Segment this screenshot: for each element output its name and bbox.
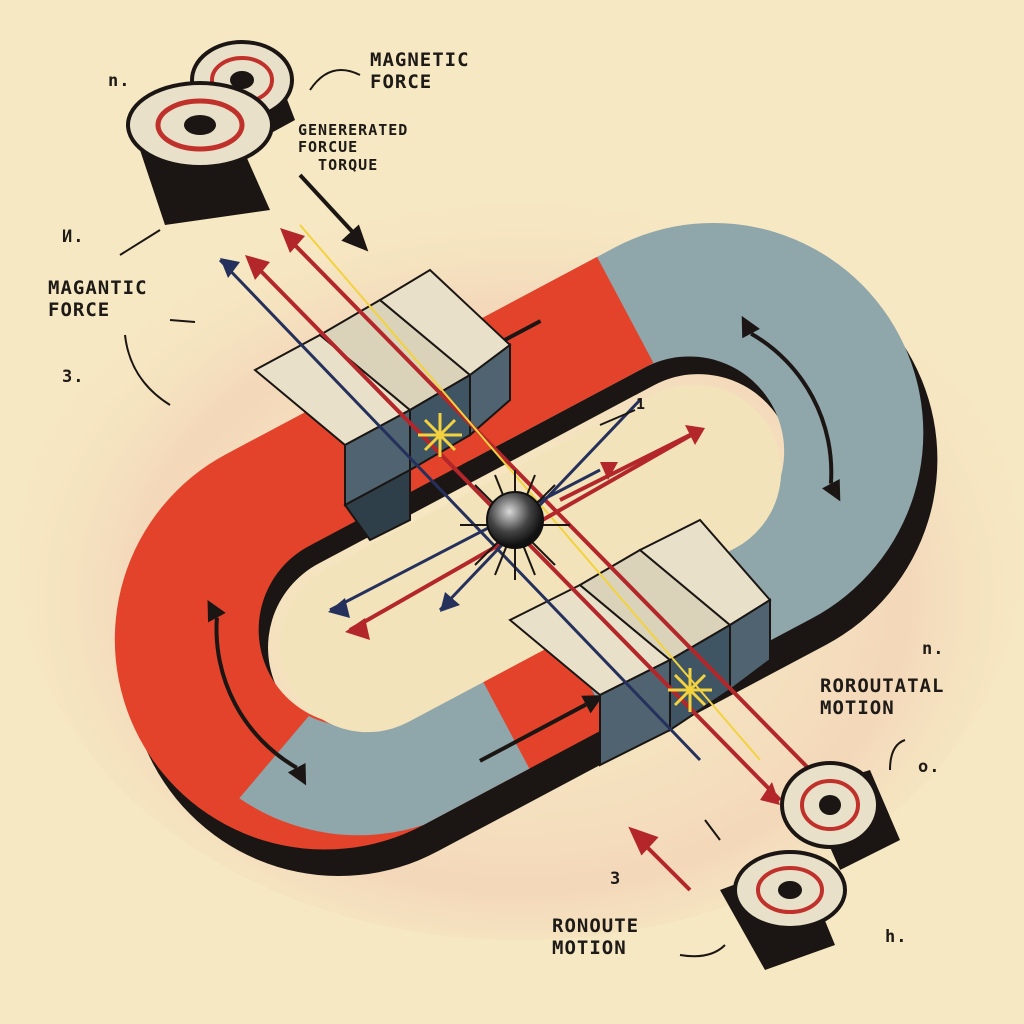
horseshoe-magnet [114,223,938,876]
label-leader-lines [119,69,906,958]
marker-h-left: И. [62,227,85,247]
cylinder-magnet-top-front [126,81,274,225]
magnet-blue-segment-lower-left [239,671,530,836]
pointer-arrow-top [298,173,369,252]
arrow-right-curve [750,331,834,484]
label-magantic-force-left: MAGANTIC FORCE [48,277,148,321]
spark-upper [418,413,462,457]
marker-h-bottom: h. [885,927,908,947]
pole-pieces-upper [253,268,512,542]
pointer-arrow-bottom [628,826,692,892]
label-magnetic-force-top: MAGNETIC FORCE [370,49,470,93]
magnet-inner-floor [280,384,782,733]
arrow-left-curve [214,617,298,770]
marker-n-top-left: n. [108,71,131,91]
label-ronoute-motion: RONOUTE MOTION [552,915,640,959]
label-generated-torque: GENERERATED FORCUE TORQUE [298,121,409,174]
force-arrowheads [220,228,780,805]
arrow-bottom-line [479,702,587,763]
marker-three-left: 3. [62,367,85,387]
marker-o-right: o. [918,757,941,777]
cylinder-magnet-bottom-right [780,761,900,870]
spark-lower [668,668,712,712]
cylinder-magnet-bottom [720,850,847,970]
sparks [418,413,712,712]
central-ball [460,470,570,580]
marker-one-center: 1 [636,395,647,413]
label-rotational-motion: ROROUTATAL MOTION [820,675,945,719]
marker-three-bottom: 3 [610,869,622,889]
marker-n-right: n. [922,639,945,659]
